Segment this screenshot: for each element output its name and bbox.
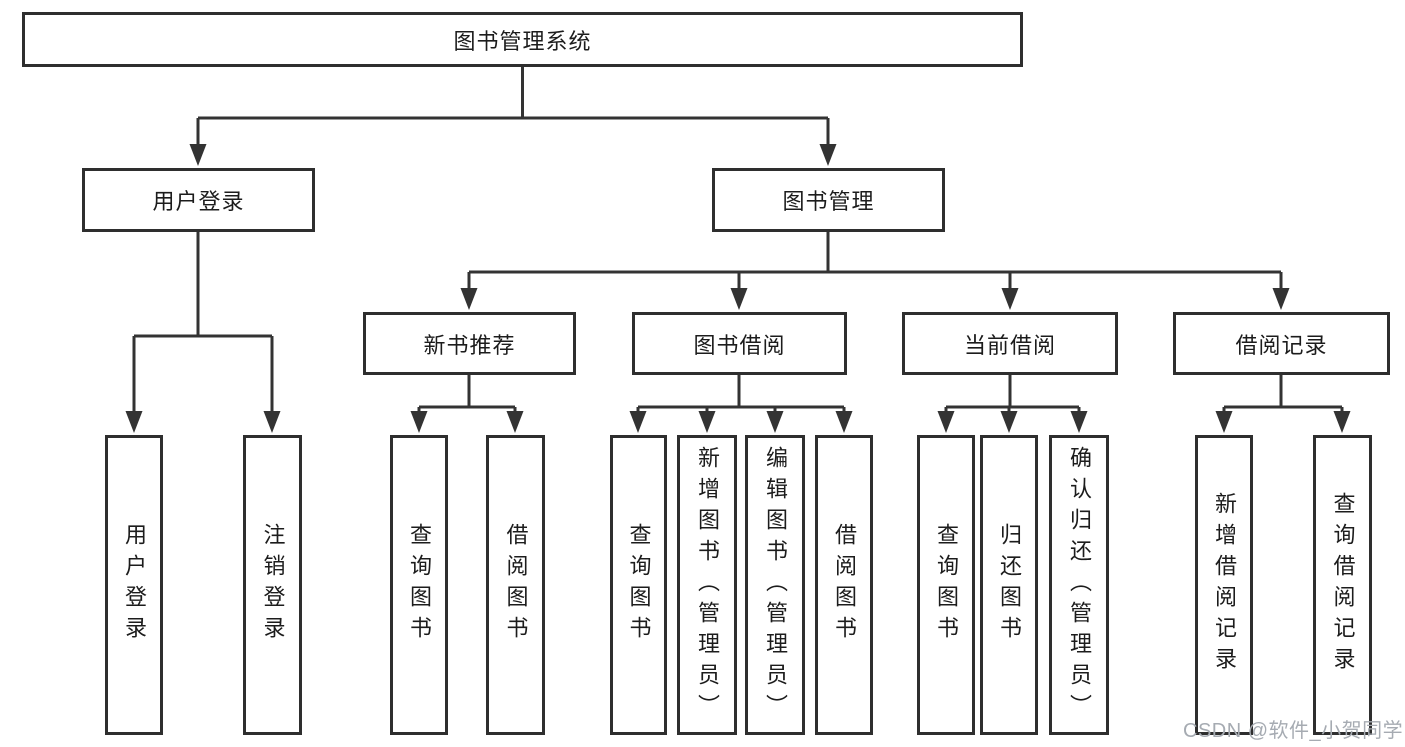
node-borrow-records: 借阅记录 [1173,312,1390,375]
leaf-label: 查询图书 [407,523,432,647]
leaf-label: 借阅图书 [832,523,857,647]
node-book-management: 图书管理 [712,168,945,232]
leaf-label: 归还图书 [997,523,1022,647]
leaf-query-borrow-record: 查询借阅记录 [1313,435,1372,735]
node-new-book-recommend: 新书推荐 [363,312,576,375]
leaf-label: 查询图书 [626,523,652,647]
leaf-user-login: 用户登录 [105,435,163,735]
leaf-label: 新增图书（管理员） [695,445,720,725]
node-label: 用户登录 [152,189,245,214]
node-user-login: 用户登录 [82,168,315,232]
leaf-label: 查询图书 [934,523,959,647]
leaf-query-books: 查询图书 [610,435,667,735]
node-label: 新书推荐 [423,332,516,358]
leaf-label: 用户登录 [122,523,147,647]
leaf-return-book: 归还图书 [980,435,1038,735]
node-current-borrow: 当前借阅 [902,312,1118,375]
arrowhead-icons [125,144,1351,433]
node-label: 当前借阅 [963,332,1056,358]
leaf-logout: 注销登录 [243,435,302,735]
node-label: 图书借阅 [693,332,786,358]
leaf-add-book-admin: 新增图书（管理员） [677,435,737,735]
node-book-management-system: 图书管理系统 [22,12,1023,67]
leaf-label: 新增借阅记录 [1212,492,1237,678]
leaf-query-books: 查询图书 [917,435,975,735]
leaf-label: 编辑图书（管理员） [763,445,788,725]
leaf-edit-book-admin: 编辑图书（管理员） [745,435,805,735]
watermark-text: CSDN @软件_小贺同学 [1183,720,1404,742]
node-label: 图书管理 [782,189,875,214]
leaf-label: 注销登录 [260,523,286,647]
leaf-add-borrow-record: 新增借阅记录 [1195,435,1253,735]
leaf-label: 查询借阅记录 [1330,492,1356,678]
node-label: 图书管理系统 [453,28,592,54]
node-label: 借阅记录 [1235,332,1328,358]
leaf-borrow-books: 借阅图书 [815,435,873,735]
leaf-confirm-return-admin: 确认归还（管理员） [1049,435,1109,735]
leaf-query-books: 查询图书 [390,435,448,735]
leaf-label: 借阅图书 [503,523,529,647]
leaf-borrow-books: 借阅图书 [486,435,545,735]
node-book-borrow: 图书借阅 [632,312,847,375]
leaf-label: 确认归还（管理员） [1067,445,1092,725]
